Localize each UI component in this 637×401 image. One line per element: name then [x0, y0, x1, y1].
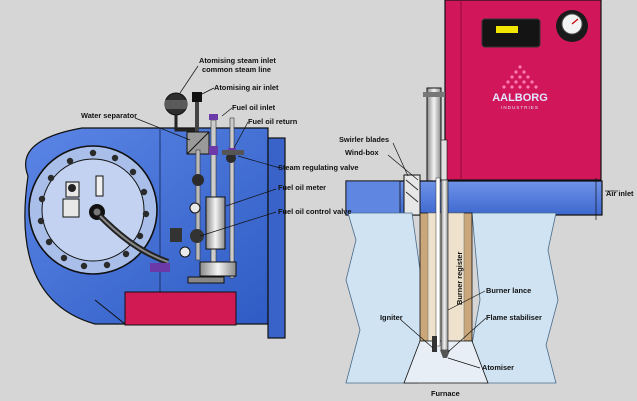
- burner-front-view: [24, 92, 286, 339]
- label-common-steam-line: common steam line: [202, 65, 271, 74]
- label-fuel-oil-meter: Fuel oil meter: [278, 183, 326, 192]
- label-fuel-oil-control-valve: Fuel oil control valve: [278, 207, 352, 216]
- burner-lance: [440, 179, 449, 351]
- lance-housing: [426, 87, 442, 185]
- label-fuel-oil-return: Fuel oil return: [248, 117, 298, 126]
- logo-subtitle: INDUSTRIES: [501, 105, 539, 110]
- red-base-box: [124, 291, 237, 326]
- label-flame-stabiliser: Flame stabiliser: [486, 313, 542, 322]
- burner-side-view: AALBORG INDUSTRIES: [345, 0, 603, 384]
- label-steam-regulating-valve: Steam regulating valve: [278, 163, 359, 172]
- label-water-separator: Water separator: [81, 111, 137, 120]
- label-atomising-air-inlet: Atomising air inlet: [214, 83, 279, 92]
- swirler-blades: [403, 174, 421, 216]
- fuel-piping: [150, 92, 244, 284]
- front-flange: [267, 137, 286, 339]
- leader-lines: [134, 65, 618, 369]
- logo-brand: AALBORG: [492, 92, 548, 104]
- front-plate-bolts: [37, 149, 150, 270]
- label-furnace: Furnace: [431, 389, 460, 398]
- aalborg-logo-mark: [502, 65, 538, 89]
- callout-labels: Atomising steam inlet common steam line …: [81, 56, 634, 398]
- furnace-wall-left: [345, 212, 433, 384]
- label-fuel-oil-inlet: Fuel oil inlet: [232, 103, 276, 112]
- label-igniter: Igniter: [380, 313, 403, 322]
- label-atomiser: Atomiser: [482, 363, 514, 372]
- label-atomising-steam-inlet: Atomising steam inlet: [199, 56, 276, 65]
- label-swirler-blades: Swirler blades: [339, 135, 389, 144]
- label-air-inlet: Air inlet: [606, 189, 634, 198]
- flame-quarl: [403, 340, 489, 384]
- label-burner-register: Burner register: [455, 251, 464, 305]
- furnace-wall-right: [469, 212, 559, 384]
- label-burner-lance: Burner lance: [486, 286, 531, 295]
- fuel-oil-meter: [205, 196, 226, 250]
- label-wind-box: Wind-box: [345, 148, 379, 157]
